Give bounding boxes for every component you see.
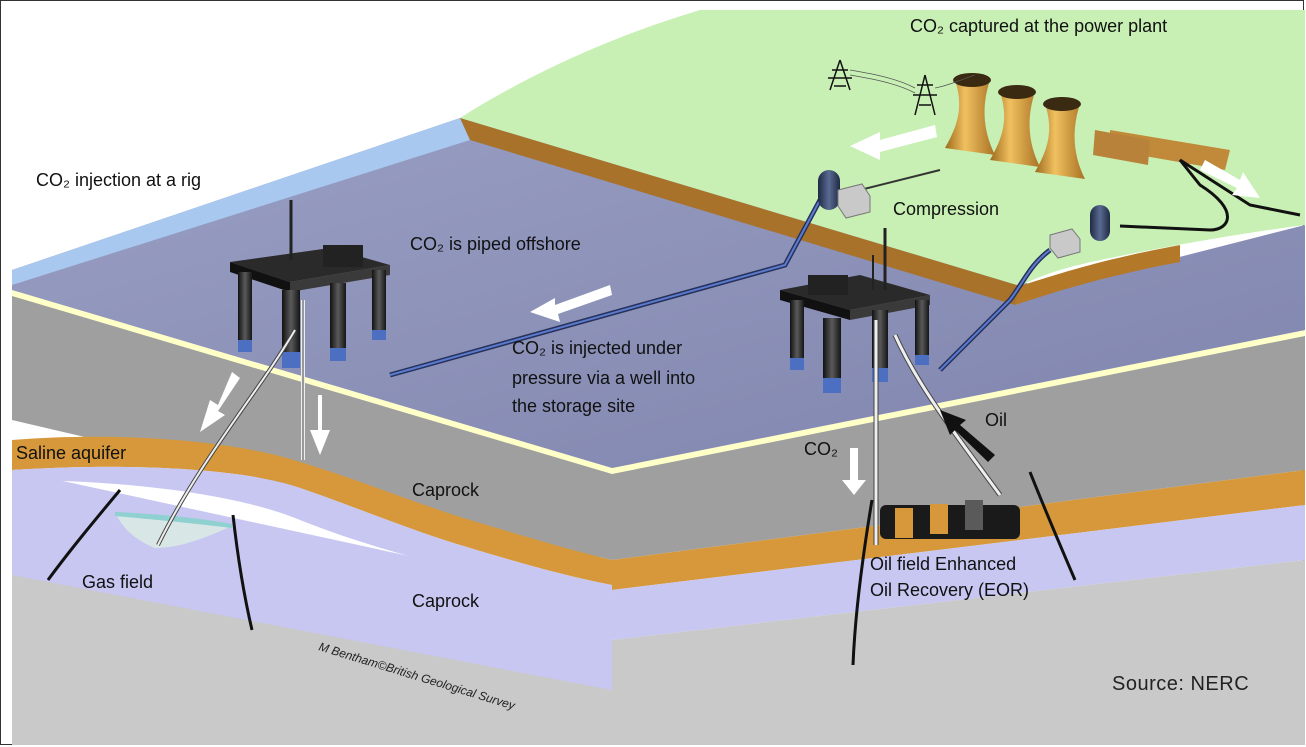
pylon-2 [913,74,937,116]
label-injected-1: CO₂ is injected under [512,338,682,358]
label-saline-aquifer: Saline aquifer [16,443,126,463]
arrow-down-well-icon [310,395,330,455]
label-compression: Compression [893,199,999,219]
cooling-tower-1 [945,73,995,155]
cooling-tower-2 [990,85,1040,167]
label-injected-3: the storage site [512,396,635,416]
eor-reservoir [880,500,1020,539]
faults [46,471,1077,666]
arrow-piped-offshore-icon [530,285,612,322]
label-source: Source: NERC [1112,673,1249,695]
label-oil: Oil [985,410,1007,430]
arrow-co2-down-icon [842,448,866,495]
flow-arrows [200,125,1260,495]
arrow-oil-up-icon [940,410,995,462]
label-caprock-upper: Caprock [412,480,480,500]
label-captured: CO₂ captured at the power plant [910,16,1167,36]
label-eor-1: Oil field Enhanced [870,554,1016,574]
label-injected-2: pressure via a well into [512,368,695,388]
label-co2-well: CO₂ [804,439,838,459]
arrow-plant-east-icon [1200,160,1260,198]
label-injection-rig: CO₂ injection at a rig [36,170,201,190]
rig-left [230,200,390,460]
compression-unit-1 [818,170,871,219]
arrow-down-left-icon [200,372,240,432]
label-piped-offshore: CO₂ is piped offshore [410,234,581,254]
power-plant [828,59,1150,179]
label-gas-field: Gas field [82,572,153,592]
arrow-plant-to-compression-icon [850,125,937,160]
sea-surface [12,118,1305,468]
rig-right [780,228,930,545]
label-eor-2: Oil Recovery (EOR) [870,580,1029,600]
compression-unit-2 [1049,205,1110,259]
cooling-tower-3 [1035,97,1085,179]
label-caprock-lower: Caprock [412,591,480,611]
pylon-1 [828,59,852,91]
